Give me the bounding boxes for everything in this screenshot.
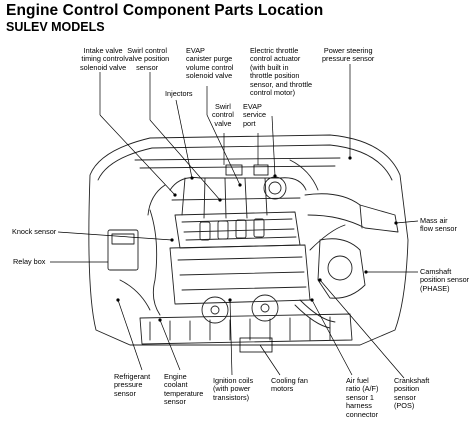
label-swirl-position-sensor: Swirl control valve position sensor — [125, 46, 170, 72]
page-subtitle: SULEV MODELS — [6, 20, 105, 34]
label-evap-purge-valve: EVAP canister purge volume control solen… — [186, 46, 234, 81]
label-evap-service-port: EVAP service port — [243, 102, 267, 128]
label-af-sensor: Air fuel ratio (A/F) sensor 1 harness co… — [346, 376, 379, 419]
label-ignition-coils: Ignition coils (with power transistors) — [213, 376, 254, 402]
label-refrigerant-sensor: Refrigerant pressure sensor — [114, 372, 151, 398]
label-crankshaft-sensor: Crankshaft position sensor (POS) — [394, 376, 430, 411]
label-power-steering-sensor: Power steering pressure sensor — [322, 46, 375, 64]
label-relay-box: Relay box — [13, 257, 46, 266]
label-camshaft-sensor: Camshaft position sensor (PHASE) — [420, 267, 470, 293]
label-swirl-control-valve: Swirl control valve — [212, 102, 234, 128]
label-throttle-actuator: Electric throttle control actuator (with… — [250, 46, 313, 98]
label-injectors: Injectors — [165, 89, 193, 98]
label-knock-sensor: Knock sensor — [12, 227, 57, 236]
label-cooling-fan: Cooling fan motors — [271, 376, 308, 394]
page-title: Engine Control Component Parts Location — [6, 2, 324, 19]
label-intake-valve-timing: Intake valve timing control solenoid val… — [80, 46, 127, 72]
label-mass-air-flow: Mass air flow sensor — [420, 216, 457, 234]
label-coolant-temp-sensor: Engine coolant temperature sensor — [164, 372, 204, 407]
